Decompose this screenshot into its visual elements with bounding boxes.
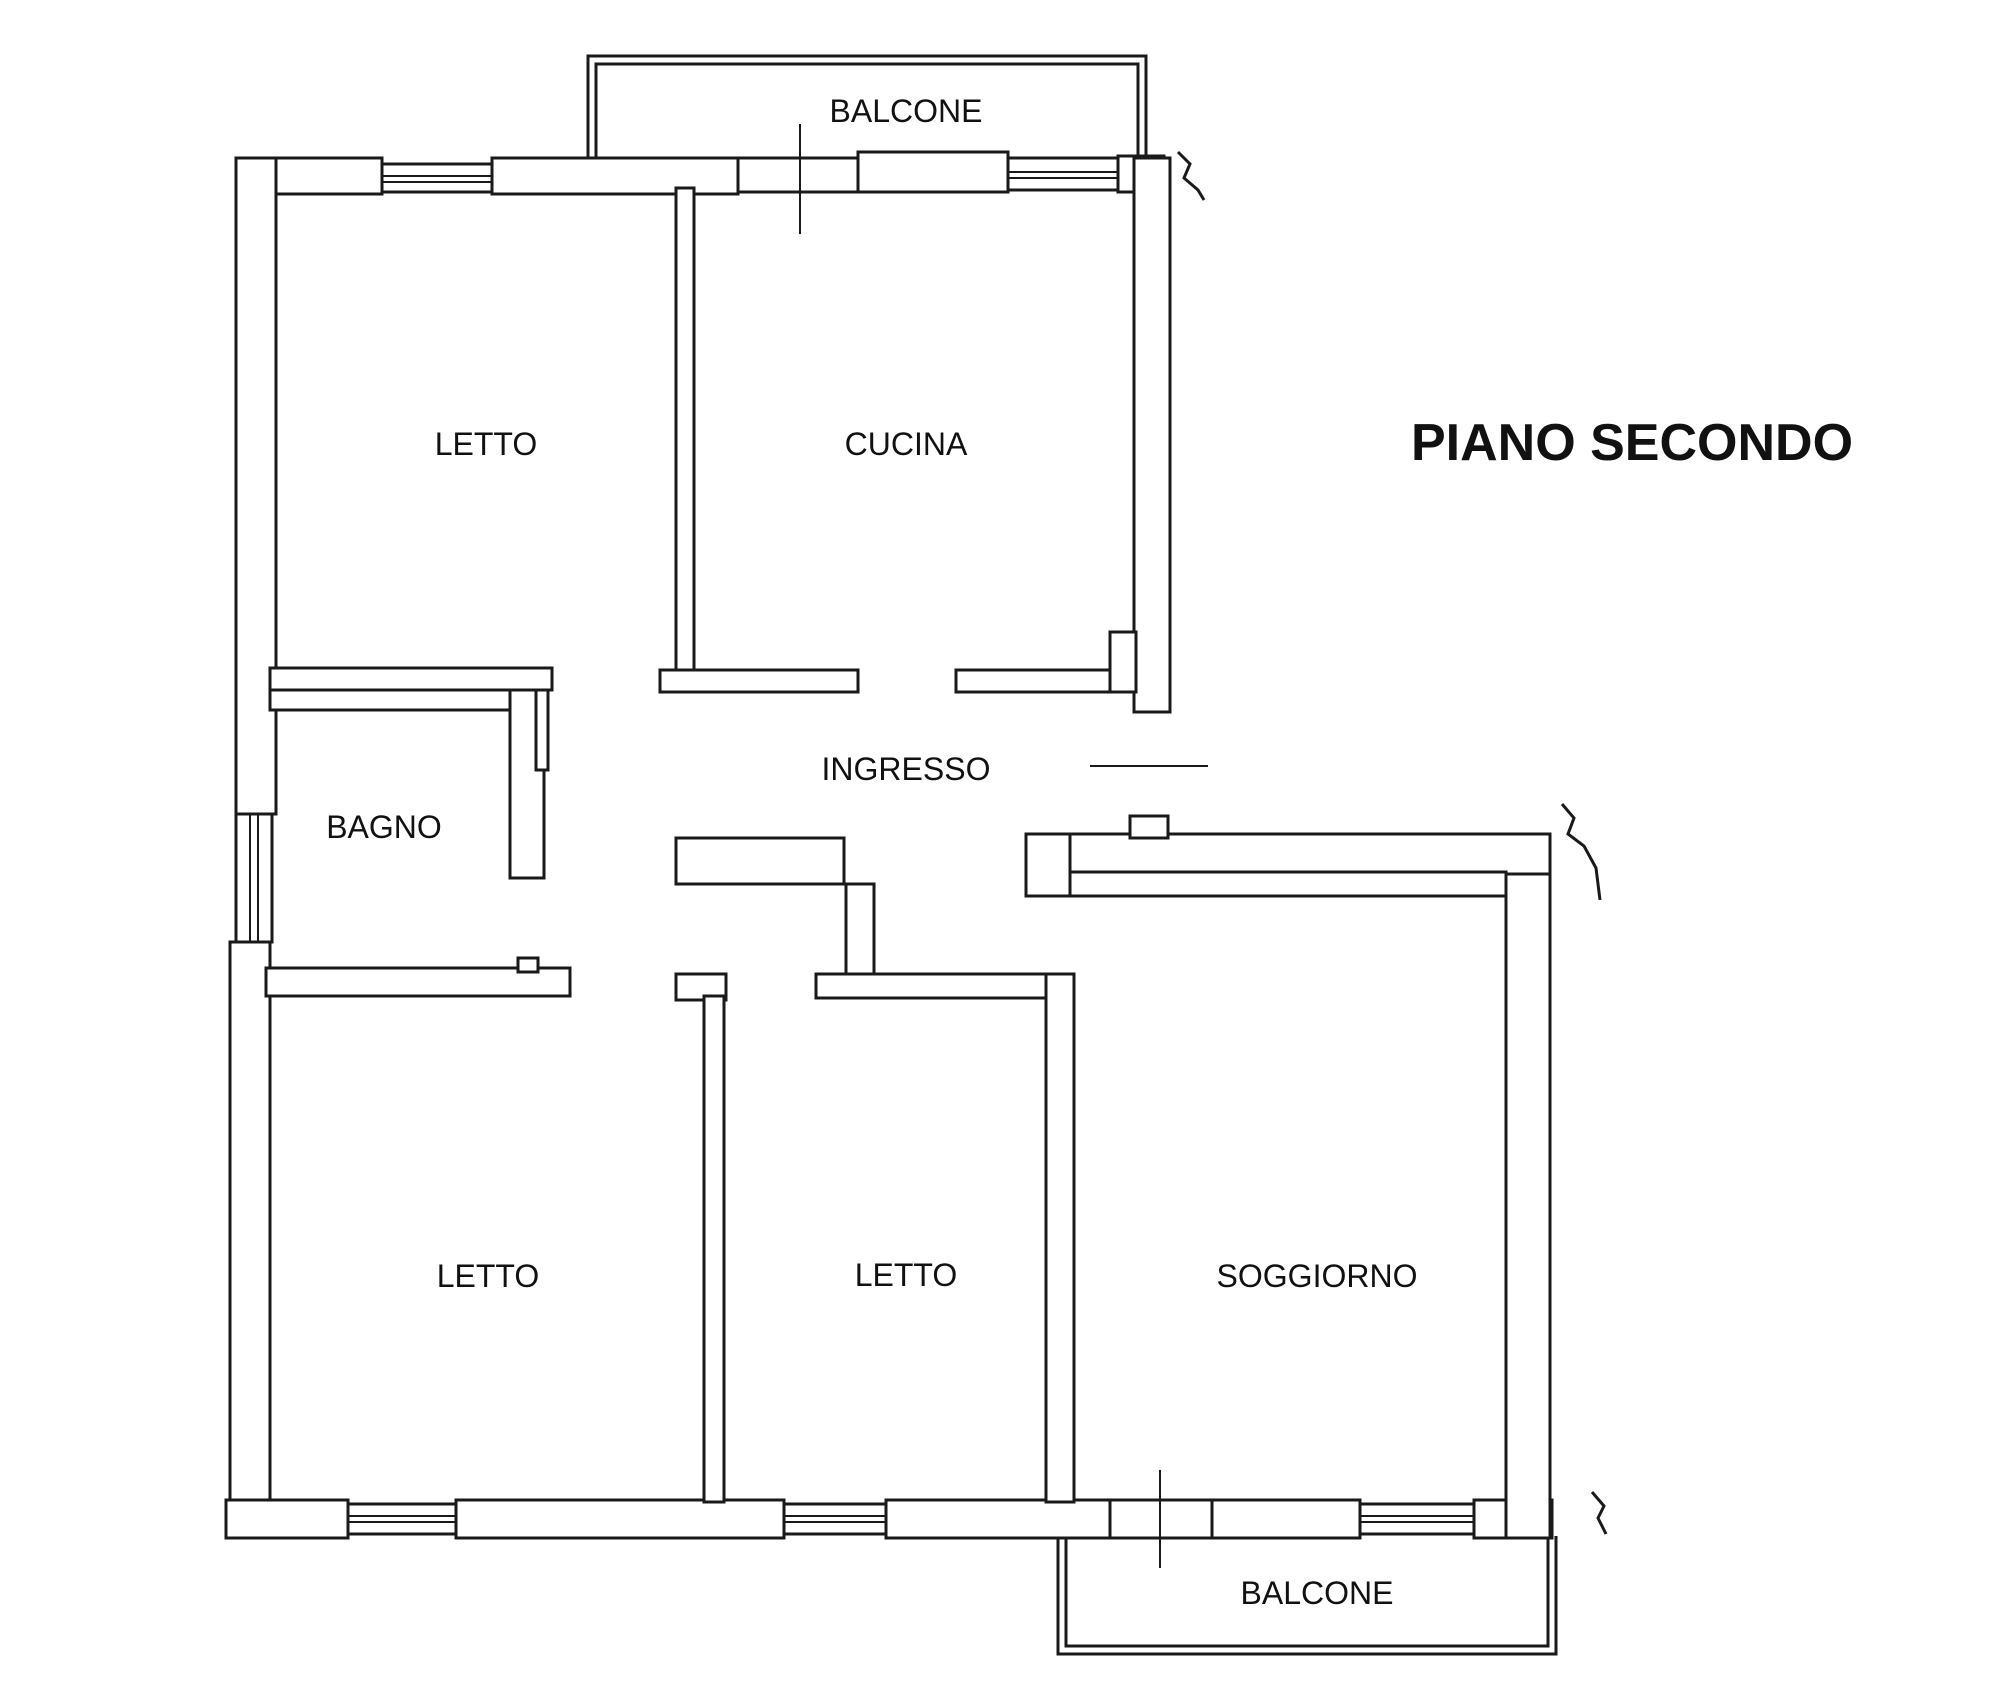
interior-walls [264, 186, 1508, 1504]
label-letto-bottom-left: LETTO [437, 1258, 540, 1294]
label-bagno: BAGNO [326, 809, 442, 845]
balcony-bottom [1056, 1536, 1558, 1656]
label-soggiorno: SOGGIORNO [1217, 1258, 1418, 1294]
labels: BALCONE LETTO CUCINA INGRESSO BAGNO LETT… [326, 93, 1853, 1611]
page-title: PIANO SECONDO [1411, 414, 1853, 472]
label-letto-top-left: LETTO [435, 426, 538, 462]
label-balcone-bottom: BALCONE [1241, 1575, 1394, 1611]
windows [234, 124, 1476, 1568]
break-marks [1176, 150, 1608, 1535]
label-letto-bottom-middle: LETTO [855, 1257, 958, 1293]
outer-walls [224, 150, 1554, 1540]
label-cucina: CUCINA [845, 426, 968, 462]
label-balcone-top: BALCONE [830, 93, 983, 129]
label-ingresso: INGRESSO [822, 751, 991, 787]
balcony-top [586, 54, 1148, 160]
